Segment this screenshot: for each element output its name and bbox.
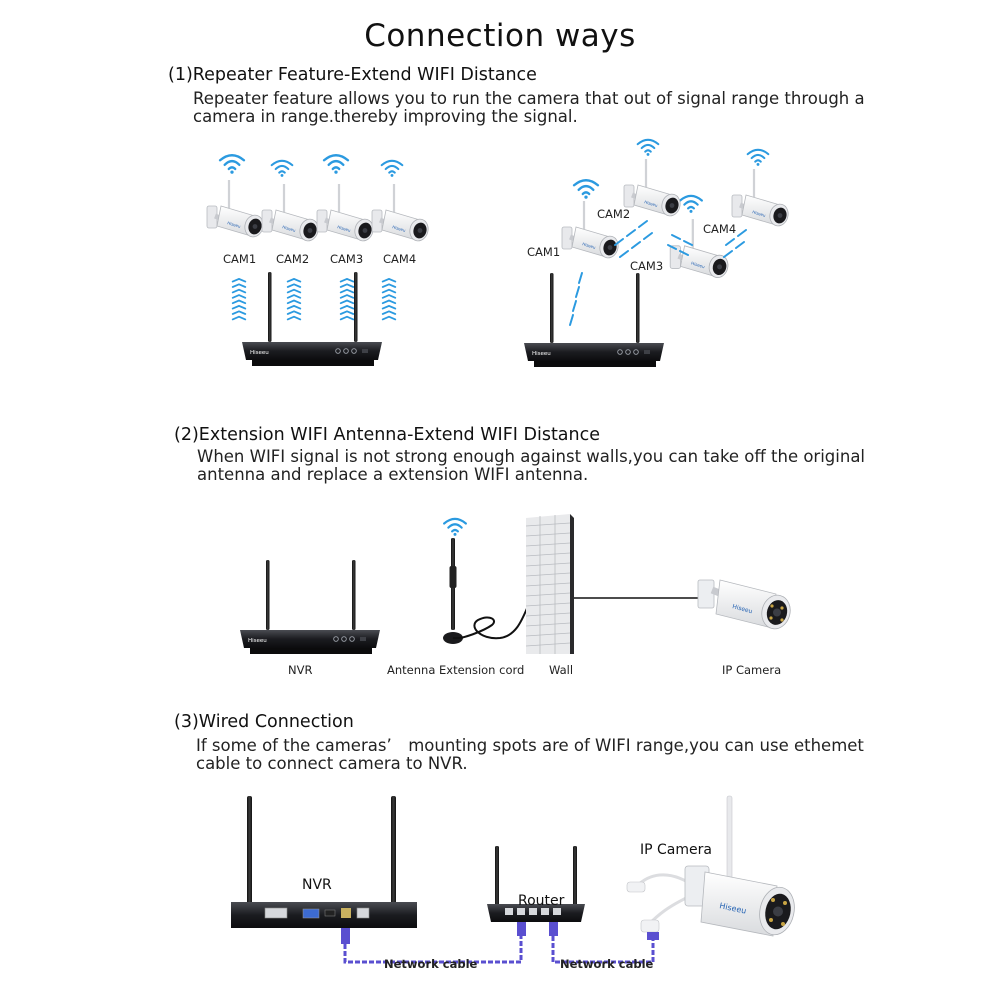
repeater-right-diagram [524,138,810,368]
wifi-icon [270,159,294,177]
nvr-label: NVR [302,877,332,893]
nvr-icon [524,273,664,368]
section2-desc-line2: antenna and replace a extension WIFI ant… [197,465,589,484]
camera-icon [207,180,266,239]
cam-label: CAM1 [223,252,257,266]
section2-desc-line1: When WIFI signal is not strong enough ag… [197,447,866,466]
wifi-icon [443,517,467,536]
cam-label: CAM3 [630,259,664,273]
section2-heading: (2)Extension WIFI Antenna-Extend WIFI Di… [174,425,601,445]
section1-desc-line1: Repeater feature allows you to run the c… [193,89,865,108]
nvr-icon [242,272,382,367]
camera-icon [624,159,683,218]
extension-antenna-diagram: Hiseeu [240,514,791,655]
router-icon [487,846,585,922]
cable-label: Network cable [560,957,654,971]
nvr-icon [240,560,380,655]
camera-icon [317,184,376,243]
signal-arrow-icon [231,278,247,321]
wifi-icon [322,153,350,174]
cam-label: CAM3 [330,252,364,266]
rj45-plug-icon [517,922,526,936]
camera-icon: Hiseeu [697,579,791,630]
cable-label: Network cable [384,957,478,971]
cam-label: CAM4 [703,222,737,236]
section3-desc-line2: cable to connect camera to NVR. [196,754,468,773]
cam-label: CAM4 [383,252,417,266]
repeater-signal-arrows [569,220,747,326]
signal-arrow-icon [286,278,302,321]
rj45-plug-icon [341,928,350,944]
network-cable-1 [343,928,523,964]
wifi-icon [218,153,246,174]
wired-connection-diagram: Hiseeu [231,795,795,964]
wifi-icon [679,194,703,213]
router-label: Router [518,893,565,909]
camera-icon [372,184,431,243]
cam-label: CAM1 [527,245,561,259]
wifi-icon [636,138,660,156]
section3-desc-line1: If some of the cameras’ mounting spots a… [196,736,864,755]
section3-heading: (3)Wired Connection [174,712,354,732]
brick-wall-icon [525,514,574,654]
wifi-icon [572,178,600,199]
rj45-plug-icon [549,922,558,936]
wifi-icon [746,148,770,166]
wall-label: Wall [549,663,574,677]
camera-icon: Hiseeu [626,795,795,940]
cam-label: CAM2 [597,207,631,221]
nvr-label: NVR [288,663,313,677]
cam-label: CAM2 [276,252,310,266]
signal-arrow-icon [339,278,355,321]
camera-label: IP Camera [640,842,712,858]
section1-heading: (1)Repeater Feature-Extend WIFI Distance [168,65,537,85]
camera-label: IP Camera [722,663,782,677]
camera-icon [732,169,791,228]
section1-desc-line2: camera in range.thereby improving the si… [193,107,578,126]
wifi-icon [380,159,404,177]
page-title: Connection ways [364,18,636,54]
network-cable-2 [551,936,655,964]
signal-arrow-icon [381,278,397,321]
nvr-icon [231,796,417,928]
antenna-label: Antenna Extension cord [387,663,525,677]
camera-icon [262,184,321,243]
